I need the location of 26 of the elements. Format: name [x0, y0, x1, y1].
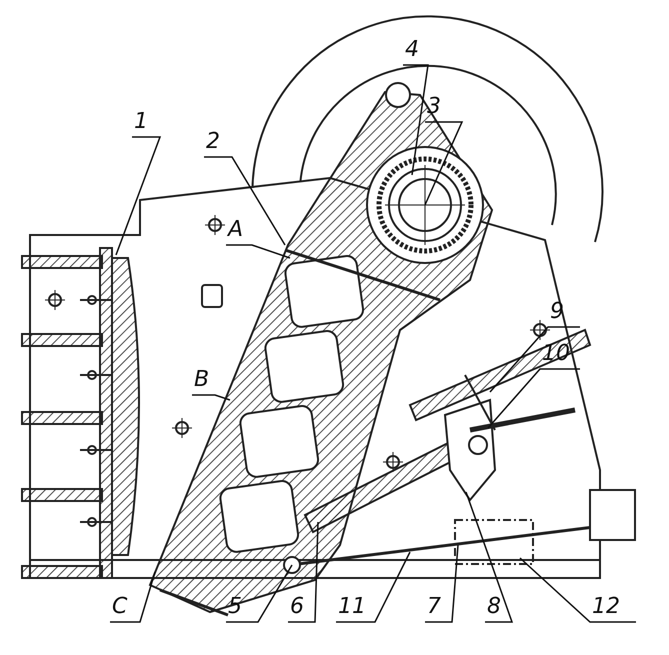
callout-number: 1 [132, 110, 150, 137]
leader-line [487, 368, 580, 428]
callout-number: 2 [204, 130, 222, 157]
leader-line [204, 156, 286, 246]
leader-line [403, 64, 429, 176]
leader-line [115, 136, 162, 256]
callout-number: 7 [425, 595, 443, 622]
leader-line [226, 244, 290, 259]
leader-line [336, 552, 411, 623]
leader-line [288, 522, 319, 623]
leader-line [226, 564, 293, 623]
callout-number: B [192, 368, 212, 395]
callout-number: C [110, 595, 130, 622]
callout-number: 11 [336, 595, 368, 622]
leader-line [520, 557, 636, 623]
leader-line [424, 121, 464, 206]
leader-line [465, 492, 514, 623]
leader-line [425, 544, 459, 623]
callout-number: 6 [288, 595, 306, 622]
callout-number: 8 [485, 595, 503, 622]
leader-line [110, 572, 156, 623]
callout-number: 12 [590, 595, 622, 622]
leader-line [192, 394, 230, 401]
callout-number: A [226, 218, 246, 245]
callout-number: 3 [425, 95, 443, 122]
callout-number: 4 [403, 38, 421, 65]
